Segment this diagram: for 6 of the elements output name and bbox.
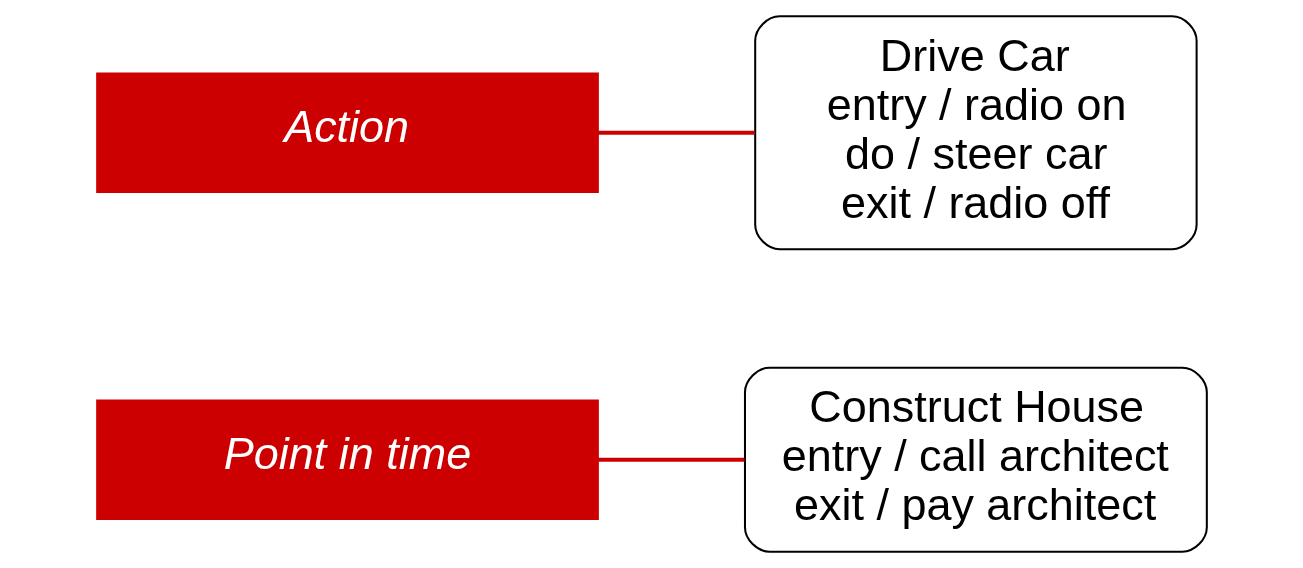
node-box: Point in time xyxy=(95,399,599,521)
connector xyxy=(597,130,754,135)
node-box: Drive Car entry / radio on do / steer car exit / radio off xyxy=(753,15,1198,251)
node-box: Action xyxy=(95,72,599,194)
connector xyxy=(597,457,744,462)
node-box: Construct House entry / call architect exit / pay architect xyxy=(743,366,1208,553)
